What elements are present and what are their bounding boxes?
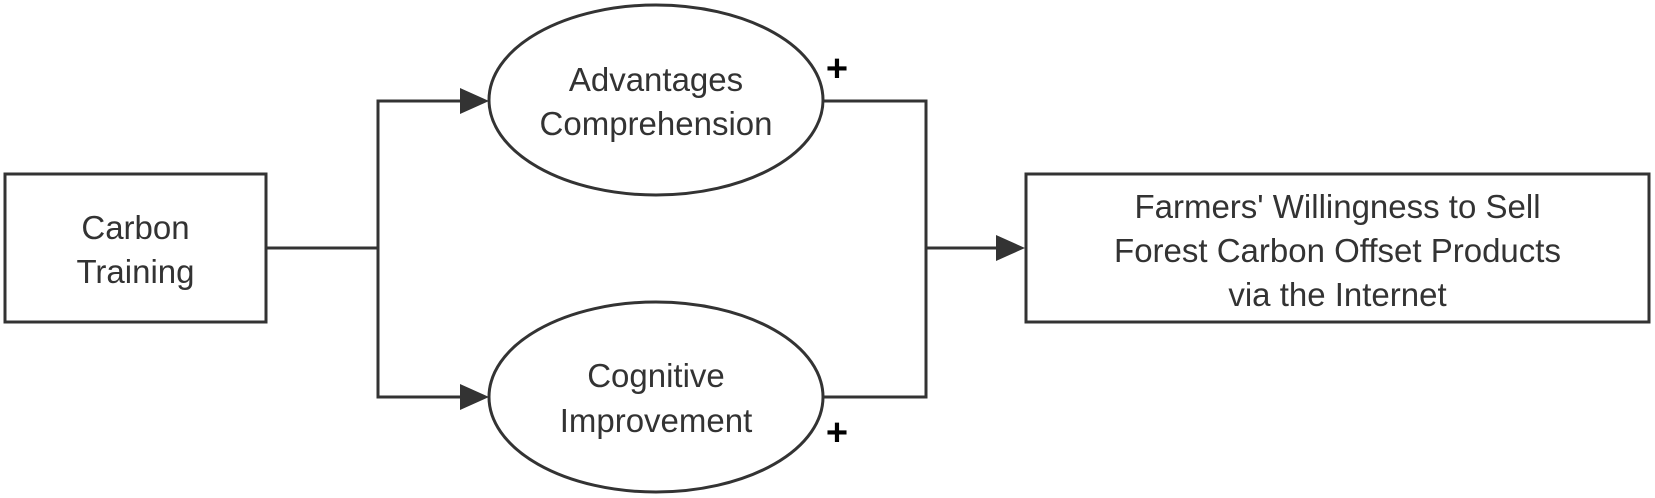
node-carbon-training: Carbon Training <box>3 172 268 324</box>
node-farmers-willingness: Farmers' Willingness to Sell Forest Carb… <box>1024 172 1651 324</box>
advantages-comprehension-label-line-1: Advantages <box>569 61 743 98</box>
cognitive-improvement-ellipse <box>487 300 825 494</box>
cognitive-improvement-label-line-2: Improvement <box>560 402 753 439</box>
advantages-comprehension-ellipse <box>487 3 825 197</box>
carbon-training-label-line-1: Carbon <box>81 209 189 246</box>
connector-cognitive-to-merge <box>823 248 928 399</box>
farmers-willingness-label-line-1: Farmers' Willingness to Sell <box>1134 188 1540 225</box>
cognitive-positive-sign: + <box>826 412 848 454</box>
connector-to-advantages <box>376 99 460 248</box>
connector-advantages-to-merge <box>823 99 928 248</box>
advantages-comprehension-label-line-2: Comprehension <box>540 105 773 142</box>
farmers-willingness-label-line-3: via the Internet <box>1228 276 1446 313</box>
cognitive-improvement-label-line-1: Cognitive <box>587 357 725 394</box>
arrowhead-willingness <box>996 235 1025 261</box>
farmers-willingness-box <box>1024 172 1651 324</box>
farmers-willingness-label-line-2: Forest Carbon Offset Products <box>1114 232 1561 269</box>
arrowhead-advantages <box>460 88 489 114</box>
arrowhead-cognitive <box>460 384 489 410</box>
carbon-training-label-line-2: Training <box>77 253 195 290</box>
node-cognitive-improvement: Cognitive Improvement <box>487 300 825 494</box>
node-advantages-comprehension: Advantages Comprehension <box>487 3 825 197</box>
advantages-positive-sign: + <box>826 48 848 90</box>
connectors <box>266 88 1025 410</box>
carbon-training-box <box>3 172 268 324</box>
connector-to-cognitive <box>376 248 460 399</box>
